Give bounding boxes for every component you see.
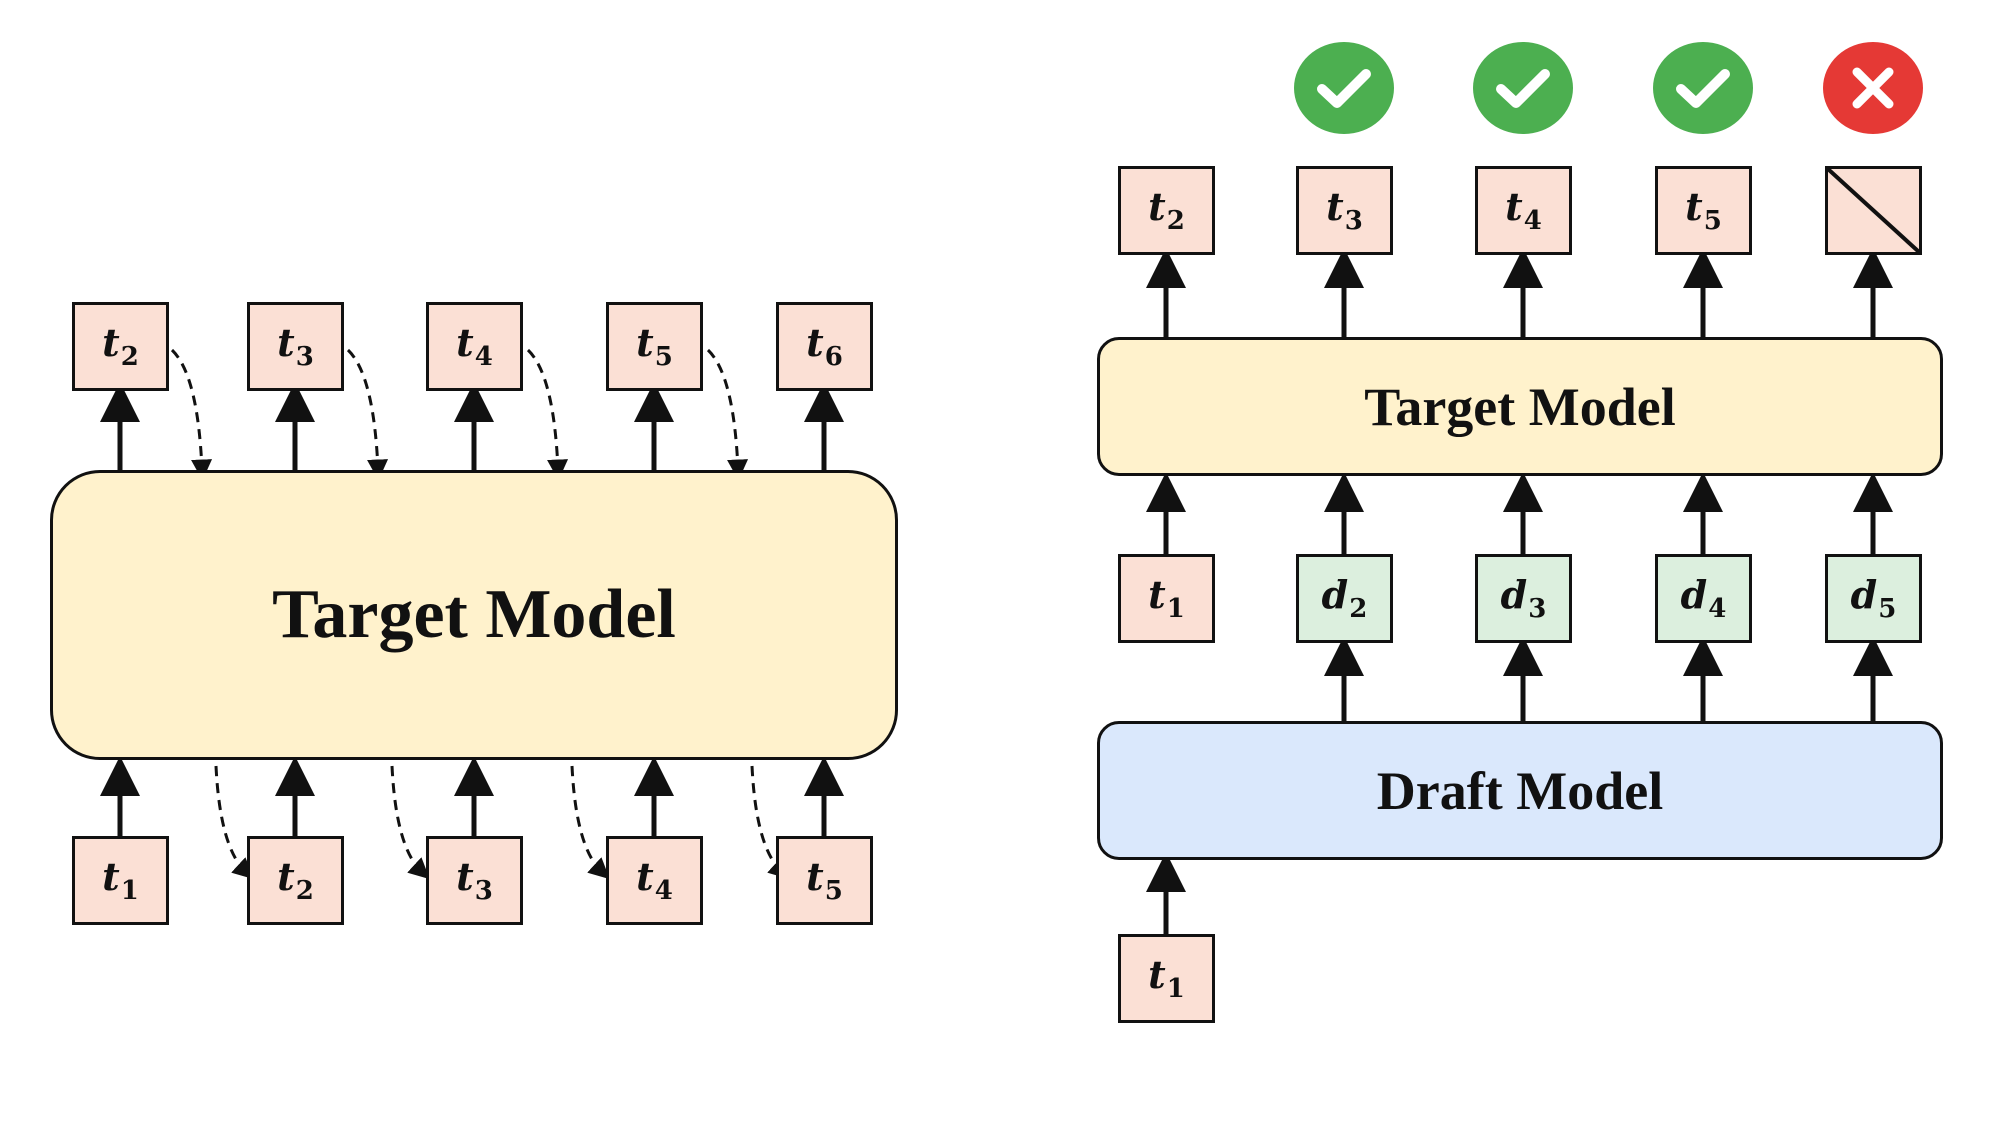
token-letter: t [1148, 571, 1166, 617]
token-letter: d [1680, 571, 1708, 617]
token-label: t5 [806, 857, 843, 906]
right-output-token: t3 [1296, 166, 1393, 255]
token-subscript: 1 [1166, 593, 1185, 624]
left-output-token: t5 [606, 302, 703, 391]
token-label: t5 [1685, 187, 1722, 236]
left-input-token: t1 [72, 836, 169, 925]
left-input-token: t5 [776, 836, 873, 925]
token-subscript: 2 [120, 341, 139, 372]
token-letter: t [277, 319, 295, 365]
token-subscript: 4 [1523, 205, 1542, 236]
token-letter: t [806, 319, 824, 365]
left-output-token: t4 [426, 302, 523, 391]
token-label: t3 [277, 323, 314, 372]
token-letter: t [806, 853, 824, 899]
token-label: d4 [1681, 575, 1727, 624]
accepted-check-icon [1294, 42, 1394, 134]
token-subscript: 3 [295, 341, 314, 372]
token-letter: t [102, 319, 120, 365]
token-label: t1 [102, 857, 139, 906]
token-letter: t [102, 853, 120, 899]
token-label: d5 [1851, 575, 1897, 624]
token-subscript: 5 [1878, 593, 1897, 624]
token-subscript: 4 [1708, 593, 1727, 624]
autoregressive-link-lower [570, 765, 610, 880]
token-label: t4 [1505, 187, 1542, 236]
draft-token: d2 [1296, 554, 1393, 643]
token-subscript: 3 [1344, 205, 1363, 236]
token-label: t5 [636, 323, 673, 372]
autoregressive-link-lower [214, 765, 254, 880]
draft-model-box: Draft Model [1097, 721, 1943, 860]
right-output-token: t2 [1118, 166, 1215, 255]
token-letter: t [456, 319, 474, 365]
token-letter: t [1148, 951, 1166, 997]
token-subscript: 5 [654, 341, 673, 372]
token-letter: t [1505, 183, 1523, 229]
left-target-model-box: Target Model [50, 470, 898, 760]
token-letter: t [636, 853, 654, 899]
token-letter: t [277, 853, 295, 899]
token-label: t3 [1326, 187, 1363, 236]
token-letter: t [456, 853, 474, 899]
draft-token: d4 [1655, 554, 1752, 643]
verify-input-token: t1 [1118, 554, 1215, 643]
draft-input-token: t1 [1118, 934, 1215, 1023]
token-subscript: 3 [1528, 593, 1547, 624]
token-letter: t [636, 319, 654, 365]
rejected-output-token [1825, 166, 1922, 255]
right-output-token: t5 [1655, 166, 1752, 255]
token-subscript: 4 [654, 875, 673, 906]
token-subscript: 2 [295, 875, 314, 906]
left-input-token: t4 [606, 836, 703, 925]
left-output-token: t2 [72, 302, 169, 391]
token-subscript: 3 [474, 875, 493, 906]
token-label: t6 [806, 323, 843, 372]
token-label: d3 [1501, 575, 1547, 624]
token-letter: d [1321, 571, 1349, 617]
token-label: d2 [1322, 575, 1368, 624]
token-label: t4 [456, 323, 493, 372]
autoregressive-link-upper [170, 348, 213, 481]
draft-model-label: Draft Model [1376, 760, 1664, 821]
token-label: t2 [1148, 187, 1185, 236]
token-subscript: 6 [824, 341, 843, 372]
left-input-token: t2 [247, 836, 344, 925]
right-target-model-label: Target Model [1364, 376, 1676, 437]
token-letter: d [1500, 571, 1528, 617]
token-letter: t [1148, 183, 1166, 229]
token-label: t4 [636, 857, 673, 906]
token-label: t1 [1148, 575, 1185, 624]
token-label: t3 [456, 857, 493, 906]
autoregressive-link-upper [526, 348, 569, 481]
accepted-check-icon [1653, 42, 1753, 134]
autoregressive-link-lower [390, 765, 430, 880]
token-label: t1 [1148, 955, 1185, 1004]
token-label: t2 [277, 857, 314, 906]
token-label: t2 [102, 323, 139, 372]
token-letter: t [1326, 183, 1344, 229]
accepted-check-icon [1473, 42, 1573, 134]
token-letter: d [1850, 571, 1878, 617]
token-letter: t [1685, 183, 1703, 229]
rejected-cross-icon [1823, 42, 1923, 134]
draft-token: d3 [1475, 554, 1572, 643]
autoregressive-link-upper [346, 348, 389, 481]
token-subscript: 1 [120, 875, 139, 906]
left-target-model-label: Target Model [272, 576, 676, 653]
left-output-token: t3 [247, 302, 344, 391]
right-target-model-box: Target Model [1097, 337, 1943, 476]
right-output-token: t4 [1475, 166, 1572, 255]
draft-token: d5 [1825, 554, 1922, 643]
left-output-token: t6 [776, 302, 873, 391]
token-subscript: 2 [1349, 593, 1368, 624]
token-subscript: 1 [1166, 973, 1185, 1004]
token-subscript: 5 [1703, 205, 1722, 236]
autoregressive-link-upper [706, 348, 749, 481]
token-subscript: 5 [824, 875, 843, 906]
left-input-token: t3 [426, 836, 523, 925]
strike-icon [1828, 169, 1919, 252]
token-subscript: 4 [474, 341, 493, 372]
token-subscript: 2 [1166, 205, 1185, 236]
